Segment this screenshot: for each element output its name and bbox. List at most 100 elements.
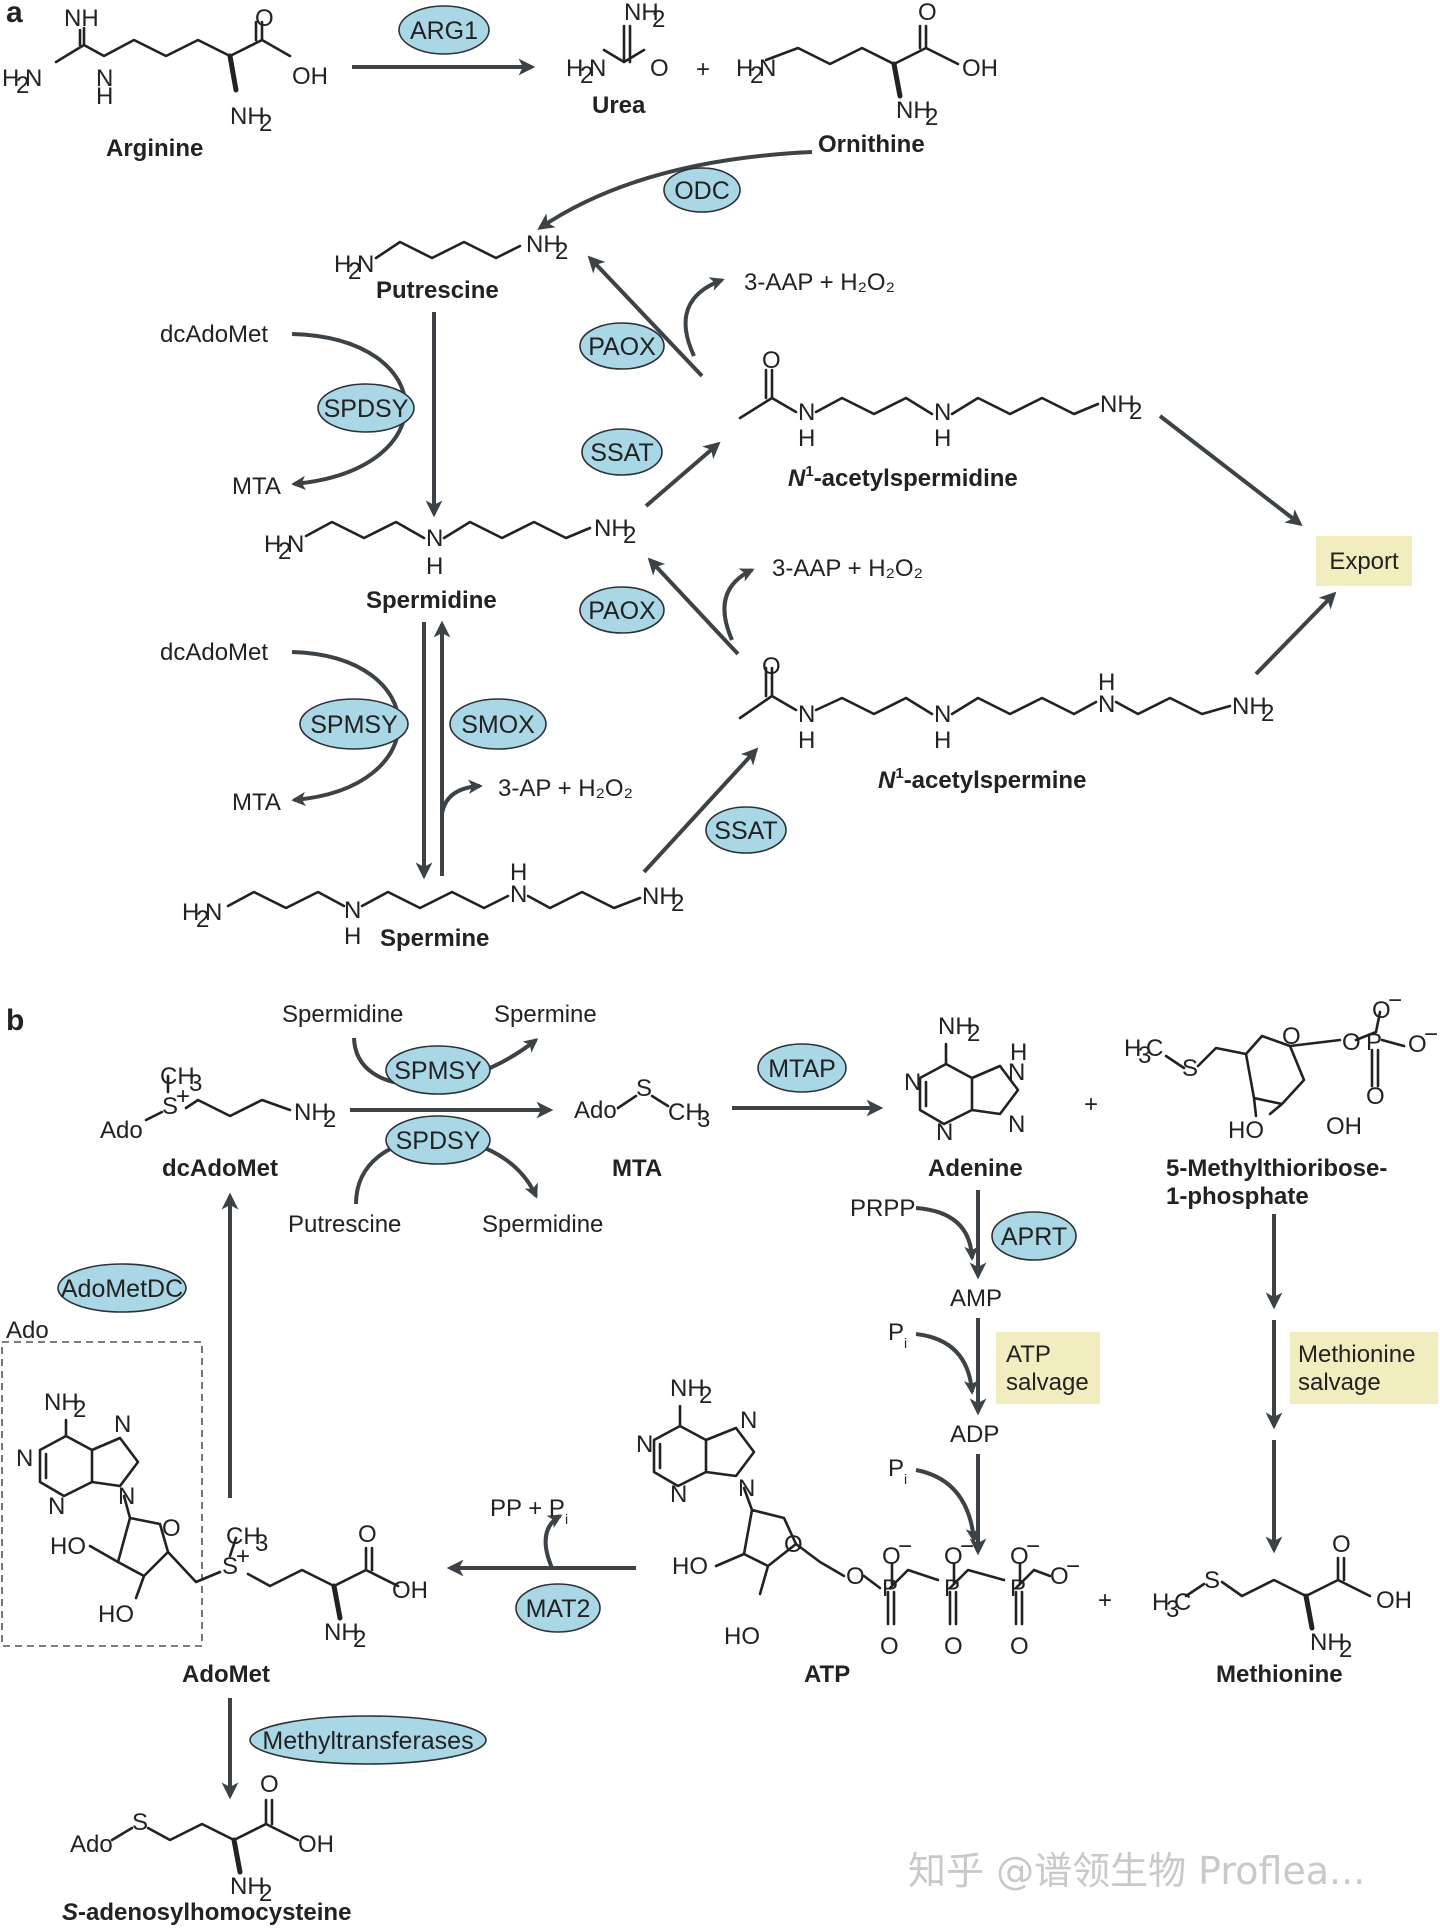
paox-byproduct-arrow-1 <box>683 277 725 357</box>
svg-text:−: − <box>898 1533 912 1560</box>
svg-text:2: 2 <box>671 890 684 917</box>
svg-text:SMOX: SMOX <box>461 711 535 739</box>
svg-text:OH: OH <box>292 63 328 90</box>
svg-text:Ado: Ado <box>70 1831 113 1858</box>
svg-text:P: P <box>944 1575 960 1602</box>
paox-byproduct-arrow-2 <box>722 568 755 641</box>
svg-text:2: 2 <box>1129 398 1142 425</box>
atp-label: ATP <box>804 1661 850 1688</box>
svg-text:O: O <box>944 1633 963 1660</box>
ado-group-label: Ado <box>6 1317 49 1344</box>
amp-label: AMP <box>950 1285 1002 1312</box>
panel-b-label: b <box>6 1004 24 1037</box>
prpp-input-arrow <box>915 1206 979 1261</box>
svg-text:O: O <box>260 1771 279 1798</box>
spermidine-label: Spermidine <box>366 587 497 614</box>
svg-text:HO: HO <box>50 1533 86 1560</box>
panel-a-label: a <box>6 0 23 29</box>
svg-text:Methionine: Methionine <box>1298 1341 1415 1368</box>
mta-side-label-2: MTA <box>232 789 281 816</box>
sah-label: S-adenosylhomocysteine <box>62 1899 351 1926</box>
svg-text:H: H <box>566 55 583 82</box>
pi-input-arrow-2 <box>915 1468 981 1543</box>
svg-text:PAOX: PAOX <box>588 597 656 625</box>
svg-text:CH: CH <box>668 1099 703 1126</box>
plus-sign: + <box>696 56 710 83</box>
svg-text:3: 3 <box>1166 1596 1179 1623</box>
methyltransferases-enzyme: Methyltransferases <box>249 1715 487 1765</box>
atp-structure: NH2 N N N N O HO HO O P P P O− O− O− O− … <box>636 1375 1080 1660</box>
mtr1p-structure: H3C S O O P O− O− O HO OH <box>1124 987 1438 1144</box>
svg-text:NH: NH <box>938 1013 973 1040</box>
svg-text:C: C <box>1146 1035 1163 1062</box>
svg-text:O: O <box>1050 1563 1069 1590</box>
mtap-enzyme: MTAP <box>757 1043 847 1093</box>
svg-text:2: 2 <box>73 1396 86 1423</box>
svg-text:O: O <box>358 1521 377 1548</box>
svg-text:ATP: ATP <box>1006 1341 1051 1368</box>
svg-text:H: H <box>334 251 351 278</box>
svg-text:N: N <box>344 897 361 924</box>
svg-text:H: H <box>510 859 527 886</box>
adp-label: ADP <box>950 1421 999 1448</box>
svg-text:N: N <box>589 55 606 82</box>
svg-text:N: N <box>936 1119 953 1146</box>
svg-text:2: 2 <box>259 1880 272 1907</box>
svg-text:O: O <box>1282 1023 1301 1050</box>
ornithine-label: Ornithine <box>818 131 925 158</box>
svg-text:NH: NH <box>230 1873 265 1900</box>
svg-text:N: N <box>934 701 951 728</box>
arginine-structure: NH H2N NH O OH NH2 <box>2 5 328 137</box>
svg-text:SSAT: SSAT <box>714 817 777 845</box>
methionine-structure: H3C S O OH NH2 <box>1152 1531 1412 1663</box>
svg-text:O: O <box>784 1531 803 1558</box>
dcadomet-side-label-2: dcAdoMet <box>160 639 268 666</box>
svg-text:O: O <box>162 1515 181 1542</box>
svg-text:H: H <box>264 531 281 558</box>
svg-text:3: 3 <box>1138 1042 1151 1069</box>
ssat-enzyme-2: SSAT <box>705 806 787 854</box>
acetylspermidine-label: N1-acetylspermidine <box>788 463 1018 492</box>
svg-text:+: + <box>176 1083 190 1110</box>
svg-text:NH: NH <box>44 1389 79 1416</box>
methionine-salvage-note: Methionine salvage <box>1290 1332 1438 1404</box>
plus-sign-b2: + <box>1098 1587 1112 1614</box>
adomet-label: AdoMet <box>182 1661 270 1688</box>
svg-text:N: N <box>426 525 443 552</box>
svg-text:N: N <box>1008 1059 1025 1086</box>
urea-structure: NH2 H2N O <box>566 0 669 89</box>
svg-text:HO: HO <box>98 1601 134 1628</box>
watermark-text: 知乎 @谱领生物 Proflea... <box>908 1849 1365 1893</box>
paox-arrow-2 <box>647 557 740 656</box>
smox-byproduct-arrow <box>440 779 483 815</box>
svg-text:OH: OH <box>1326 1113 1362 1140</box>
svg-text:SPDSY: SPDSY <box>324 395 409 423</box>
svg-text:H: H <box>736 55 753 82</box>
svg-text:N: N <box>636 1431 653 1458</box>
svg-text:−: − <box>960 1533 974 1560</box>
svg-text:2: 2 <box>196 906 209 933</box>
svg-text:H: H <box>798 727 815 754</box>
mtr1p-label-line1: 5-Methylthioribose- <box>1166 1155 1387 1182</box>
dcadomet-structure: Ado S+ CH3 NH2 <box>100 1063 336 1144</box>
acetylspermine-structure: O NH NH HN NH2 <box>738 653 1274 754</box>
aprt-enzyme: APRT <box>991 1211 1077 1261</box>
putrescine-side-label: Putrescine <box>288 1211 401 1238</box>
pi-label-1: Pi <box>888 1319 907 1351</box>
svg-text:−: − <box>1388 987 1402 1014</box>
atp-salvage-note: ATP salvage <box>996 1332 1100 1404</box>
smox-enzyme: SMOX <box>449 698 547 750</box>
acetylspermine-label: N1-acetylspermine <box>878 765 1086 794</box>
plus-sign-b1: + <box>1084 1091 1098 1118</box>
svg-text:N: N <box>114 1411 131 1438</box>
svg-text:MAT2: MAT2 <box>526 1595 591 1623</box>
svg-text:O: O <box>1342 1029 1361 1056</box>
svg-text:−: − <box>1424 1021 1438 1048</box>
spmsy-enzyme-b: SPMSY <box>385 1045 491 1095</box>
svg-text:2: 2 <box>348 258 361 285</box>
arg1-enzyme: ARG1 <box>398 5 490 55</box>
svg-text:NH: NH <box>1100 391 1135 418</box>
spermidine-side-label: Spermidine <box>282 1001 403 1028</box>
svg-text:2: 2 <box>555 238 568 265</box>
